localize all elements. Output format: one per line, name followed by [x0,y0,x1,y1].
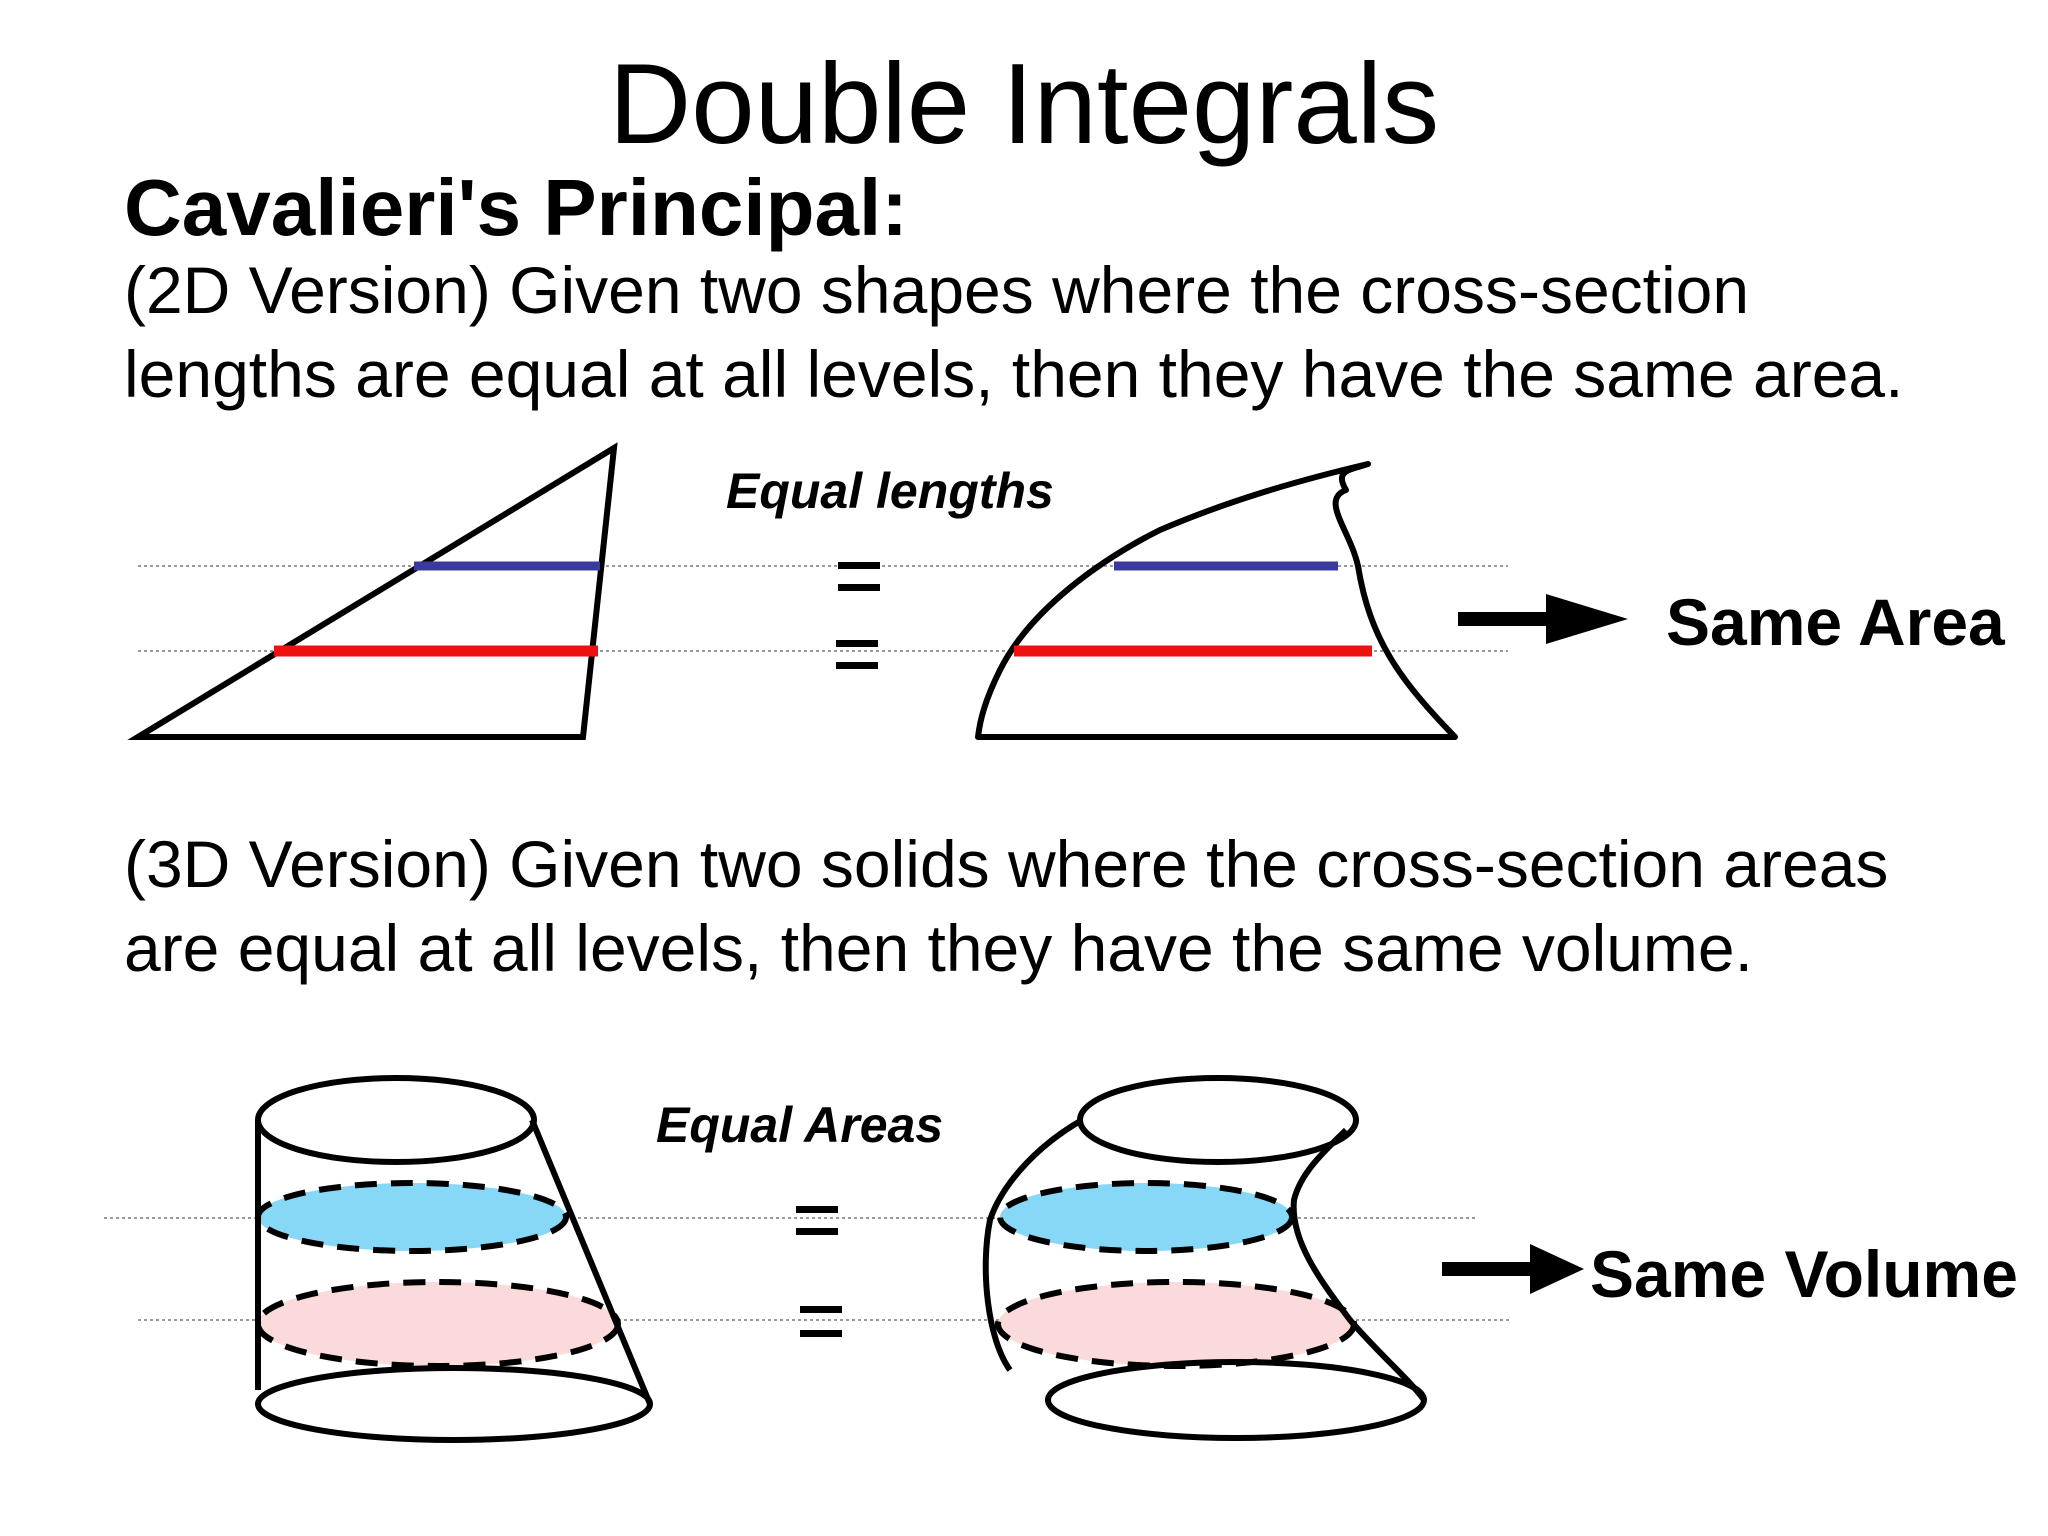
triangle-shape [127,442,618,740]
version-2d-text: (2D Version) Given two shapes where the … [124,248,1903,416]
subtitle: Cavalieri's Principal: [124,163,908,252]
arrow-3d [1442,1244,1584,1294]
curved-solid [982,1075,1427,1441]
equal-sign-lower-2d [836,640,878,669]
curved-upper-section [1000,1183,1292,1251]
curved-shape [975,461,1458,740]
frustum-solid [255,1075,653,1443]
curved-lower-section [998,1282,1354,1366]
version-3d-text: (3D Version) Given two solids where the … [124,822,1888,990]
curved-bottom [1045,1359,1427,1441]
equal-lengths-label: Equal lengths [726,463,1054,519]
curved-top [1077,1075,1359,1165]
version-3d-line-2: are equal at all levels, then they have … [124,911,1753,985]
equal-sign-upper-2d [838,562,880,591]
arrow-2d [1458,594,1628,644]
version-2d-line-2: lengths are equal at all levels, then th… [124,337,1904,411]
frustum-top [255,1075,537,1165]
equal-areas-label: Equal Areas [656,1097,944,1153]
frustum-lower-section [258,1282,618,1366]
frustum-bottom [255,1365,653,1443]
equal-sign-lower-3d [800,1306,842,1337]
slide-title: Double Integrals [608,41,1440,168]
version-2d-line-1: (2D Version) Given two shapes where the … [124,253,1750,327]
guide-lines-2d [138,565,1508,652]
same-volume-label: Same Volume [1590,1237,2018,1311]
same-area-label: Same Area [1666,585,2005,659]
equal-sign-upper-3d [796,1206,838,1235]
frustum-upper-section [258,1183,566,1251]
version-3d-line-1: (3D Version) Given two solids where the … [124,827,1889,901]
